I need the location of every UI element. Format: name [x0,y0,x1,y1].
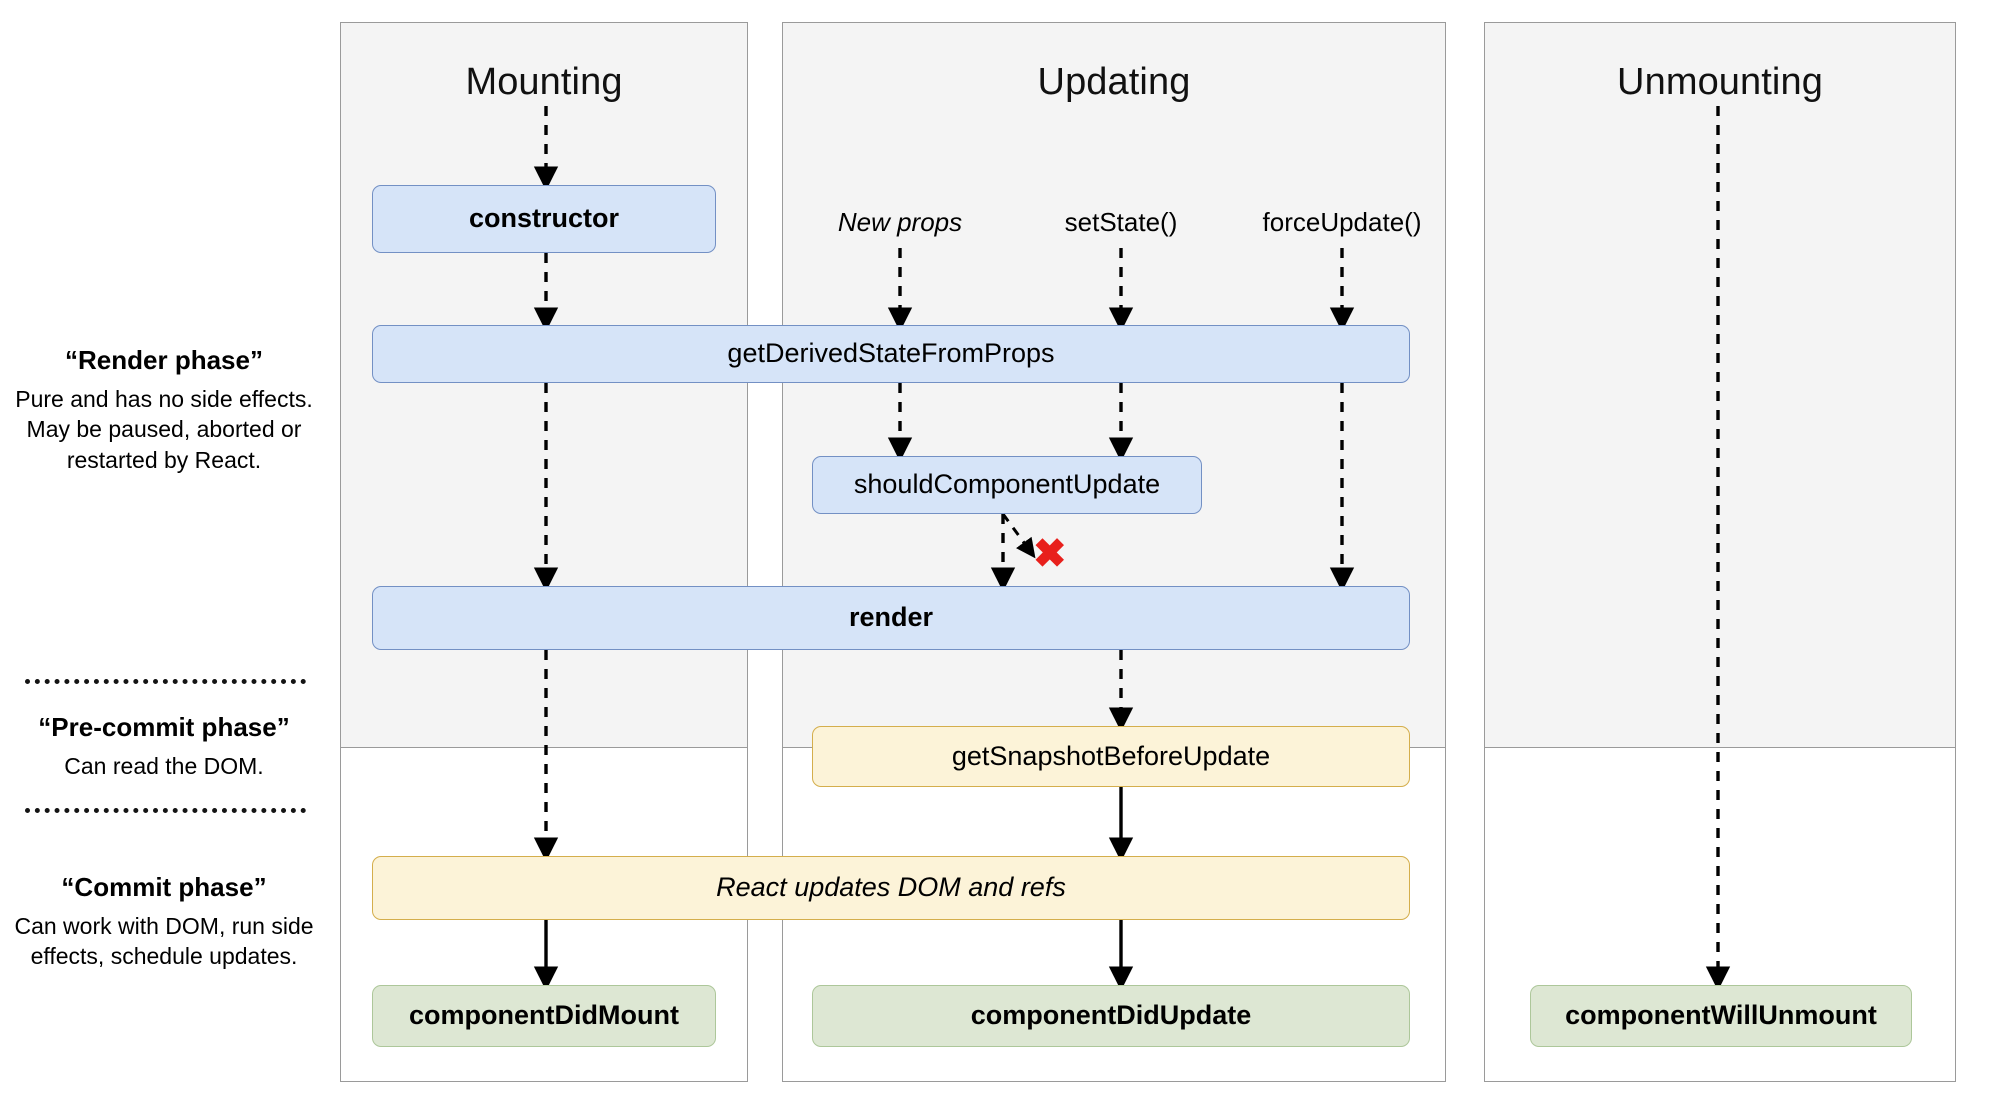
legend-render-phase-title: “Render phase” [65,345,263,375]
column-unmounting-render-region [1485,23,1955,748]
node-get-snapshot-before-update[interactable]: getSnapshotBeforeUpdate [812,726,1410,787]
node-component-did-update[interactable]: componentDidUpdate [812,985,1410,1047]
column-updating-title: Updating [1037,61,1191,103]
node-react-updates-dom-and-refs[interactable]: React updates DOM and refs [372,856,1410,920]
node-constructor[interactable]: constructor [372,185,716,253]
column-mounting-title: Mounting [465,61,623,103]
legend-commit-phase-description: Can work with DOM, run side effects, sch… [14,913,314,970]
node-get-derived-state-from-props[interactable]: getDerivedStateFromProps [372,325,1410,383]
legend-commit-phase: “Commit phase” Can work with DOM, run si… [14,872,314,972]
trigger-set-state: setState() [1064,207,1178,237]
column-mounting: Mounting [340,22,748,1082]
legend-render-phase-description: Pure and has no side effects. May be pau… [15,386,313,473]
legend-pre-commit-phase-description: Can read the DOM. [64,753,264,779]
column-unmounting-title: Unmounting [1617,61,1823,103]
legend-pre-commit-phase: “Pre-commit phase” Can read the DOM. [14,712,314,781]
node-component-will-unmount[interactable]: componentWillUnmount [1530,985,1912,1047]
legend-render-phase: “Render phase” Pure and has no side effe… [14,345,314,475]
node-component-did-mount[interactable]: componentDidMount [372,985,716,1047]
legend-divider-bottom [25,808,306,813]
column-unmounting: Unmounting [1484,22,1956,1082]
trigger-force-update: forceUpdate() [1262,207,1422,237]
trigger-new-props: New props [837,207,963,237]
node-render[interactable]: render [372,586,1410,650]
legend-commit-phase-title: “Commit phase” [61,872,267,902]
skip-render-x-icon: ✖ [1033,532,1067,576]
legend-divider-top [25,679,306,684]
node-should-component-update[interactable]: shouldComponentUpdate [812,456,1202,514]
legend-pre-commit-phase-title: “Pre-commit phase” [38,712,290,742]
column-updating: Updating [782,22,1446,1082]
